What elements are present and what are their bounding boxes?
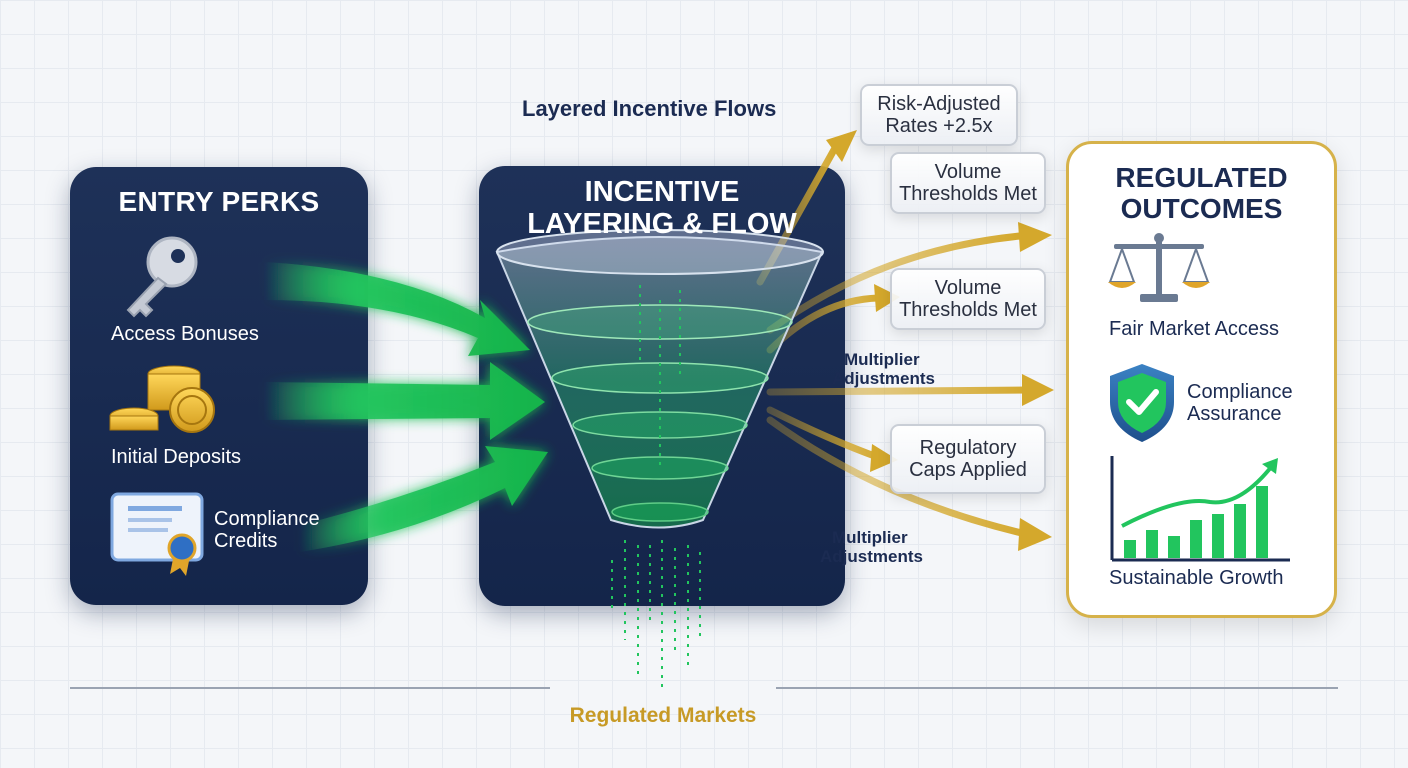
sustainable-growth-label: Sustainable Growth xyxy=(1109,567,1284,589)
funnel-title-line2: LAYERING & FLOW xyxy=(527,208,797,240)
certificate-icon xyxy=(110,492,204,576)
regulatory-line2: Caps Applied xyxy=(909,459,1027,481)
volume1-line2: Thresholds Met xyxy=(899,183,1037,205)
funnel-title: INCENTIVE LAYERING & FLOW xyxy=(479,176,845,240)
mult1-line1: Multiplier xyxy=(844,350,920,369)
growth-chart-icon xyxy=(1110,456,1290,562)
compliance-credits-label: Compliance Credits xyxy=(214,508,320,552)
outcomes-title-line1: REGULATED xyxy=(1115,162,1288,193)
mult2-line2: Adjustments xyxy=(820,547,923,566)
scales-icon xyxy=(1108,233,1210,302)
green-arrow-top xyxy=(265,262,530,356)
key-icon xyxy=(126,236,198,318)
outcomes-title: REGULATED OUTCOMES xyxy=(1066,162,1337,224)
initial-deposits-label: Initial Deposits xyxy=(111,446,242,468)
regulatory-line1: Regulatory xyxy=(919,437,1017,459)
risk-line1: Risk-Adjusted xyxy=(877,93,1001,115)
shield-check-icon xyxy=(1110,364,1174,442)
footer-divider-right xyxy=(776,687,1338,689)
access-bonuses-label: Access Bonuses xyxy=(111,323,259,345)
outcomes-title-line2: OUTCOMES xyxy=(1120,193,1283,224)
volume1-line1: Volume xyxy=(934,161,1002,183)
coins-icon xyxy=(109,365,215,433)
green-arrow-bottom xyxy=(300,446,548,552)
volume2-line2: Thresholds Met xyxy=(899,299,1037,321)
mult2-line1: Multiplier xyxy=(832,528,908,547)
diagram-title: Layered Incentive Flows xyxy=(522,96,777,121)
volume2-line1: Volume xyxy=(934,277,1002,299)
fair-market-access-label: Fair Market Access xyxy=(1109,318,1280,340)
entry-perks-title: ENTRY PERKS xyxy=(118,186,320,217)
compliance-assurance-label: Compliance Assurance xyxy=(1187,381,1293,425)
multiplier-adjustments-label-1: Multiplier Adjustments xyxy=(832,350,935,388)
gold-arrowheads xyxy=(826,130,1054,551)
data-particles xyxy=(611,285,701,690)
green-arrow-middle xyxy=(265,362,545,440)
regulated-markets-label: Regulated Markets xyxy=(569,704,757,727)
funnel-title-line1: INCENTIVE xyxy=(584,176,740,208)
funnel xyxy=(495,229,824,529)
risk-line2: Rates +2.5x xyxy=(885,115,993,137)
footer-divider-left xyxy=(70,687,550,689)
multiplier-adjustments-label-2: Multiplier Adjustments xyxy=(820,528,923,566)
mult1-line2: Adjustments xyxy=(832,369,935,388)
